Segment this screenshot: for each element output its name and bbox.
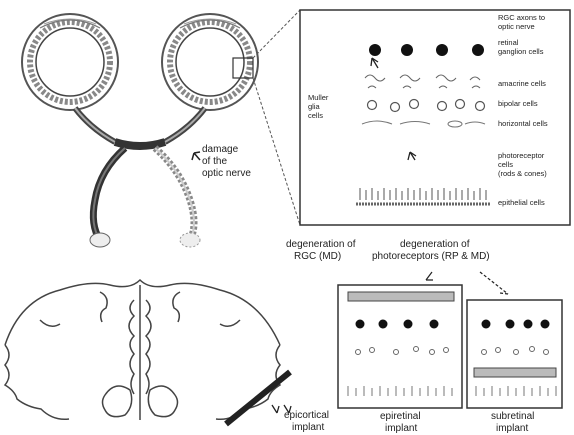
ganglion-cell bbox=[369, 44, 381, 56]
bipolar-label: bipolar cells bbox=[498, 99, 538, 108]
degen-photo-arrow-left bbox=[426, 272, 433, 280]
epiretinal-panel bbox=[338, 285, 462, 408]
degen-photo-label-line2: photoreceptors (RP & MD) bbox=[372, 251, 490, 262]
zoom-line-bottom bbox=[253, 78, 300, 225]
rgc-axons-label-line1: RGC axons to bbox=[498, 13, 545, 22]
retina-panel bbox=[300, 10, 570, 225]
subretinal-implant bbox=[474, 368, 556, 377]
ganglion-cell bbox=[472, 44, 484, 56]
damage-label-line3: optic nerve bbox=[202, 168, 251, 179]
brain-cortex bbox=[5, 280, 280, 420]
epicortical-arrows bbox=[272, 405, 291, 413]
epiretinal-implant bbox=[348, 292, 454, 301]
epithelial-label: epithelial cells bbox=[498, 198, 545, 207]
rgc-axons-label-line2: optic nerve bbox=[498, 22, 535, 31]
optic-pathway bbox=[75, 108, 205, 247]
eye-left bbox=[22, 14, 118, 110]
rgc-label-line1: retinal bbox=[498, 38, 519, 47]
damage-label-line2: of the bbox=[202, 156, 227, 167]
muller-label-line3: cells bbox=[308, 111, 323, 120]
damage-label-line1: damage bbox=[202, 144, 239, 155]
rgc-label-line2: ganglion cells bbox=[498, 47, 544, 56]
subretinal-label-line1: subretinal bbox=[491, 411, 534, 422]
photoreceptor-label-line1: photoreceptor bbox=[498, 151, 545, 160]
amacrine-label: amacrine cells bbox=[498, 79, 546, 88]
damage-arrow bbox=[192, 152, 200, 160]
photoreceptor-label-line2: cells bbox=[498, 160, 513, 169]
degen-photo-arrow-right bbox=[480, 272, 508, 294]
epicortical-label-line2: implant bbox=[292, 422, 324, 433]
ganglion-cell bbox=[436, 44, 448, 56]
horizontal-label: horizontal cells bbox=[498, 119, 548, 128]
epicortical-implant bbox=[226, 372, 290, 424]
epicortical-label-line1: epicortical bbox=[284, 410, 329, 421]
degen-photo-label-line1: degeneration of bbox=[400, 239, 470, 250]
degen-rgc-label-line1: degeneration of bbox=[286, 239, 356, 250]
degen-rgc-label-line2: RGC (MD) bbox=[294, 251, 341, 262]
zoom-line-top bbox=[253, 10, 300, 58]
subretinal-label-line2: implant bbox=[496, 423, 528, 434]
muller-label-line1: Muller bbox=[308, 93, 329, 102]
ganglion-cell bbox=[401, 44, 413, 56]
epiretinal-label-line1: epiretinal bbox=[380, 411, 421, 422]
epiretinal-label-line2: implant bbox=[385, 423, 417, 434]
eye-right bbox=[162, 14, 258, 110]
muller-label-line2: glia bbox=[308, 102, 321, 111]
photoreceptor-label-line3: (rods & cones) bbox=[498, 169, 547, 178]
